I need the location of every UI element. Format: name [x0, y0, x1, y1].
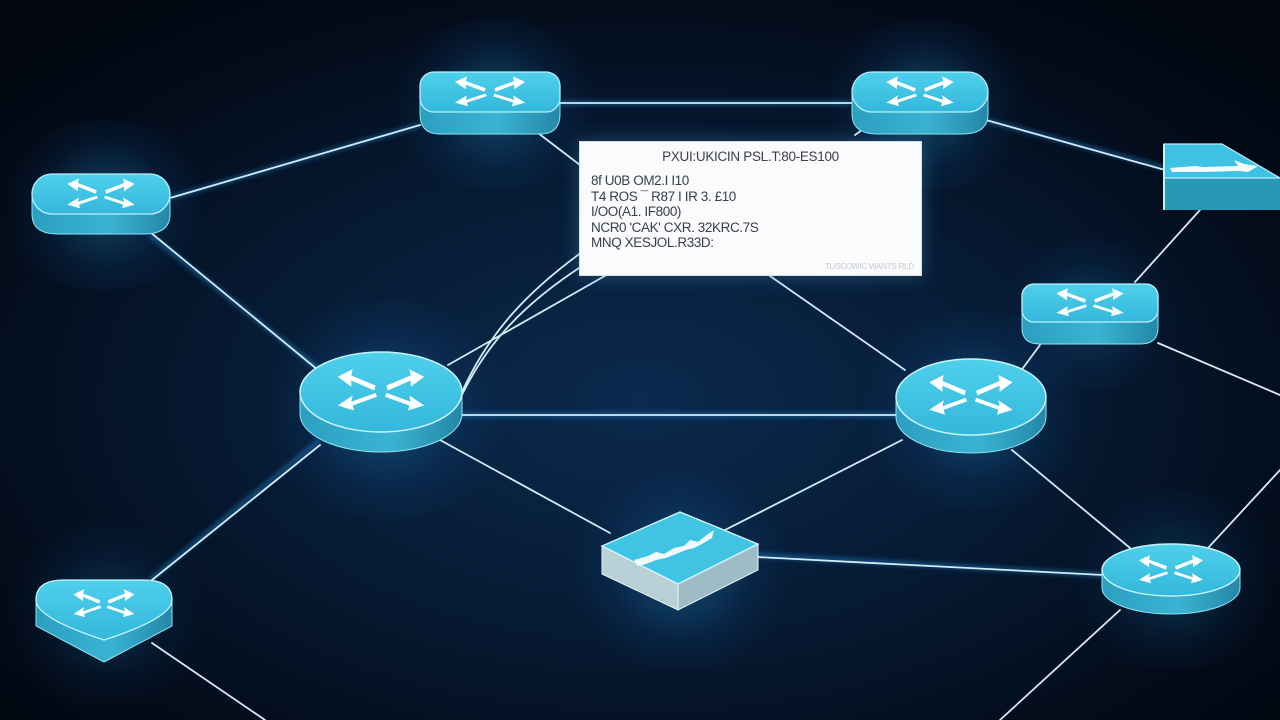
link [769, 275, 906, 371]
link [461, 251, 583, 393]
link [724, 439, 903, 531]
router-top-center[interactable] [416, 68, 564, 140]
link [151, 444, 321, 581]
link [537, 132, 581, 166]
info-panel-lines: 8f U0B OM2.I I10 T4 ROS ¯ R87 I IR 3. £1… [591, 173, 759, 251]
router-bottom-right[interactable] [1098, 540, 1244, 620]
link [151, 642, 266, 720]
router-center-left[interactable] [296, 348, 466, 458]
info-line: NCR0 'CAK' CXR. 32KRC.7S [591, 219, 759, 235]
switch-far-right[interactable] [1160, 140, 1280, 214]
router-top-left[interactable] [28, 170, 174, 240]
info-panel-footer: TUSCOWIC WANTS RLD [825, 262, 914, 271]
info-panel: PXUI:UKICIN PSL.T:80-ES100 8f U0B OM2.I … [579, 141, 922, 276]
link [454, 265, 583, 411]
link [169, 124, 421, 199]
info-line: MNQ XESJOL.R33D: [591, 235, 714, 250]
link [149, 231, 319, 371]
switch-arrow-icon [1170, 160, 1258, 172]
link [1157, 342, 1280, 396]
info-panel-title: PXUI:UKICIN PSL.T:80-ES100 [662, 149, 839, 164]
link [756, 556, 1104, 576]
link [439, 439, 611, 534]
link [1134, 209, 1201, 283]
router-bottom-left[interactable] [34, 576, 176, 666]
info-line: 8f U0B OM2.I I10 [591, 173, 689, 188]
link [1011, 449, 1131, 549]
hub-bottom-center[interactable] [598, 508, 762, 614]
info-line: I/OO(A1. IF800) [591, 204, 682, 219]
link [985, 119, 1166, 171]
link [1207, 469, 1280, 549]
router-mid-right[interactable] [1018, 280, 1162, 350]
link [999, 609, 1121, 720]
info-line: T4 ROS ¯ R87 I IR 3. £10 [591, 188, 736, 204]
link [447, 272, 611, 366]
router-top-right[interactable] [848, 68, 992, 140]
router-center-right[interactable] [892, 355, 1050, 459]
waveform-icon [634, 530, 714, 566]
link [1019, 344, 1041, 373]
